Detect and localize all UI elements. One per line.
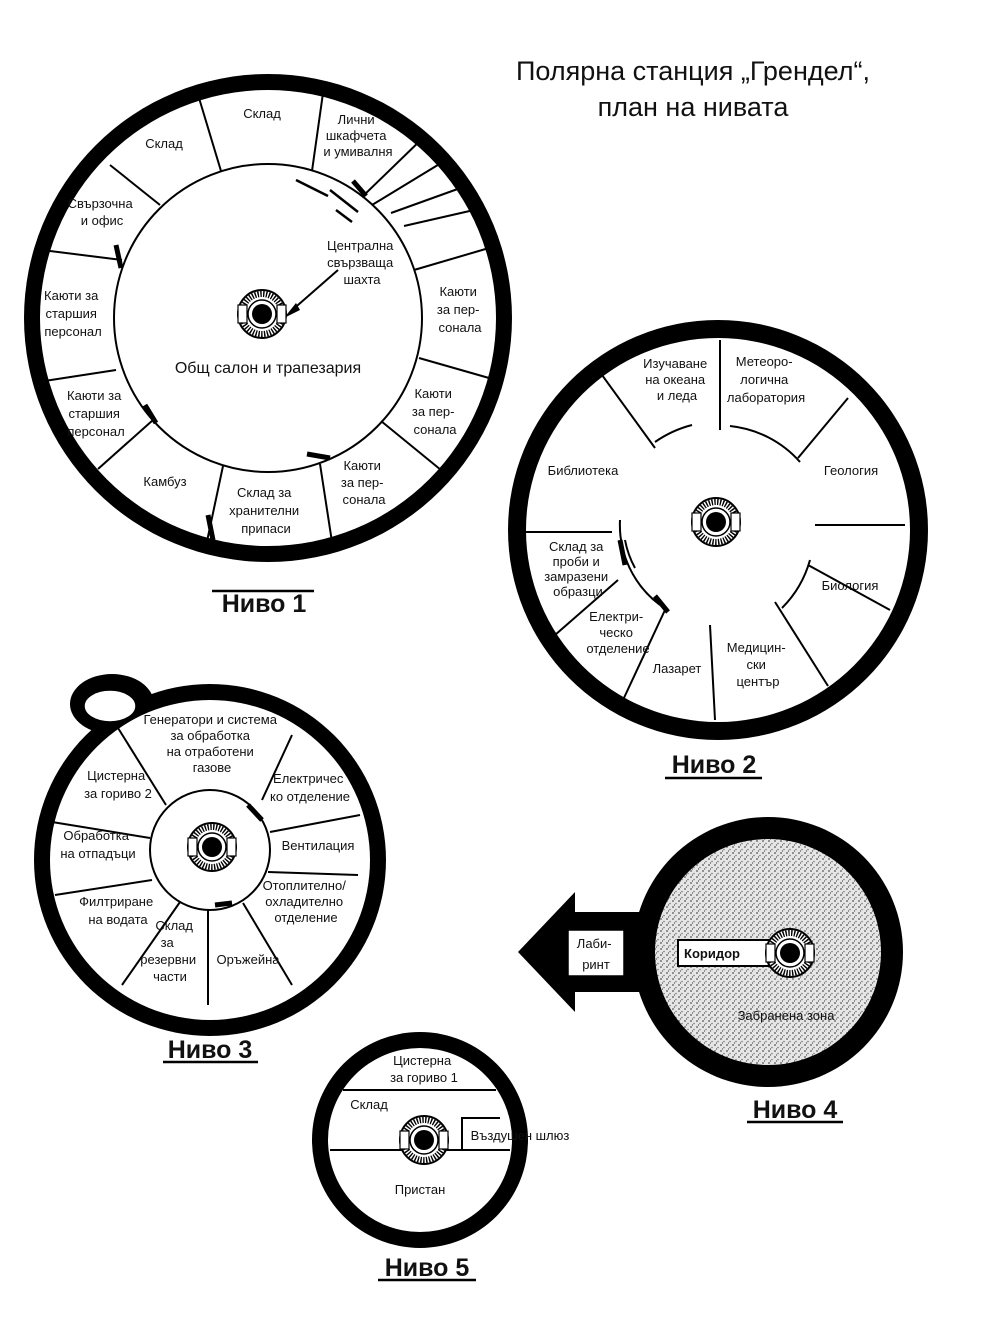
level-5-labels: Цистерна за гориво 1 Склад Въздушен шлюз…	[350, 1053, 569, 1282]
level-2-labels: Изучаване на океана и леда Метеоро- логи…	[544, 354, 878, 779]
level-3-caption: Ниво 3	[168, 1036, 253, 1064]
l5-room-dock: Пристан	[395, 1182, 446, 1197]
l3-room-waste: Обработка на отпадъци	[60, 828, 135, 861]
l3-room-fuel-tank-2: Цистерна за гориво 2	[84, 768, 152, 801]
l4-forbidden-zone-label: Забранена зона	[738, 1008, 836, 1023]
level-3-plan	[34, 674, 386, 1064]
l5-room-airlock: Въздушен шлюз	[471, 1128, 570, 1143]
l3-room-spare-parts: Склад за резервни части	[140, 918, 199, 984]
l3-room-water-filtration: Филтриране на водата	[79, 894, 157, 927]
l1-room-sklad-left: Склад	[145, 136, 183, 151]
l5-room-fuel-tank-1: Цистерна за гориво 1	[390, 1053, 458, 1085]
l1-room-salon: Общ салон и трапезария	[175, 360, 361, 377]
level-1-caption: Ниво 1	[222, 590, 307, 618]
l3-room-generators: Генератори и система за обработка на отр…	[143, 712, 280, 775]
l1-room-senior-b: Каюти за старшия персонал	[67, 388, 125, 439]
l1-room-lockers: Лични шкафчета и умивалня	[323, 112, 392, 159]
level-4-plan	[518, 817, 903, 1124]
l2-room-medical: Медицин- ски център	[727, 640, 790, 689]
l1-central-shaft-label: Централна свързваща шахта	[327, 238, 397, 287]
l1-room-food-storage: Склад за хранителни припаси	[229, 485, 303, 536]
l2-room-sample-storage: Склад за проби и замразени образци	[544, 539, 612, 599]
diagram-title: Полярна станция „Грендел“, план на ниват…	[516, 56, 870, 122]
l2-room-biology: Биология	[822, 578, 879, 593]
l2-room-ocean-ice: Изучаване на океана и леда	[643, 356, 711, 403]
l1-room-crew-a: Каюти за пер- сонала	[437, 284, 483, 335]
level-2-plan	[508, 320, 928, 780]
l5-room-sklad: Склад	[350, 1097, 388, 1112]
l1-room-comms: Свързочна и офис	[68, 196, 137, 228]
level-4-caption: Ниво 4	[753, 1096, 838, 1124]
level-1-plan	[24, 74, 512, 593]
l1-room-crew-c: Каюти за пер- сонала	[341, 458, 387, 507]
l2-room-lazaret: Лазарет	[653, 661, 702, 676]
l1-room-sklad-top: Склад	[243, 106, 281, 121]
l1-room-crew-b: Каюти за пер- сонала	[412, 386, 458, 437]
level-5-plan	[312, 1032, 528, 1282]
level-3-labels: Генератори и система за обработка на отр…	[60, 712, 354, 1064]
l2-room-meteo-lab: Метеоро- логична лаборатория	[727, 354, 805, 405]
l3-room-ventilation: Вентилация	[282, 838, 355, 853]
l2-room-library: Библиотека	[548, 463, 619, 478]
l3-room-heating-cooling: Отоплително/ охладително отделение	[263, 878, 350, 925]
l3-room-electrical: Електричес ко отделение	[270, 771, 350, 804]
l3-room-armory: Оръжейна	[216, 952, 280, 967]
l1-room-senior-a: Каюти за старшия персонал	[44, 288, 102, 339]
l4-labyrinth-label: Лаби- ринт	[577, 936, 615, 972]
l1-room-kambuz: Камбуз	[143, 474, 186, 489]
l2-room-geology: Геология	[824, 463, 878, 478]
level-1-labels: Склад Склад Лични шкафчета и умивалня Св…	[44, 106, 483, 618]
title-line-2: план на нивата	[598, 92, 790, 122]
l4-corridor-label: Коридор	[684, 946, 740, 961]
title-line-1: Полярна станция „Грендел“,	[516, 56, 870, 86]
l2-room-electrical: Електри- ческо отделение	[586, 609, 649, 656]
level-5-caption: Ниво 5	[385, 1254, 470, 1282]
level-4-labels: Лаби- ринт Коридор Забранена зона Ниво 4	[577, 936, 838, 1124]
level-2-caption: Ниво 2	[672, 751, 757, 779]
